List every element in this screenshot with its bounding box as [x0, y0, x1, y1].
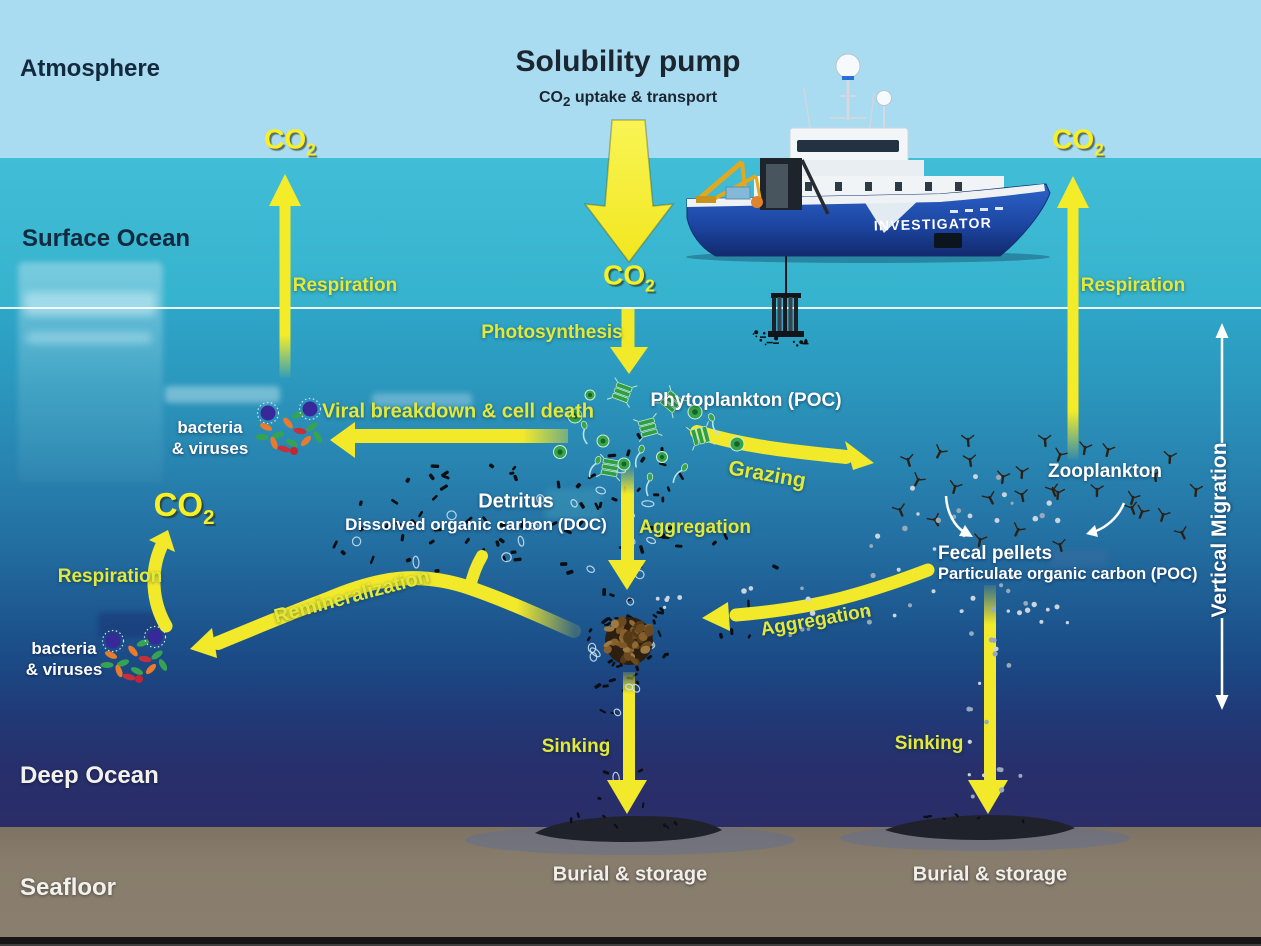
respiration-arrow-right: [1057, 176, 1089, 460]
ctd-instrument: [752, 293, 809, 347]
burial-storage-label-right: Burial & storage: [912, 863, 1068, 886]
blur-smudge: [545, 489, 601, 519]
research-vessel: INVESTIGATOR: [686, 53, 1051, 294]
fecal-pellet-dots: [651, 474, 1069, 799]
zone-label-atmosphere: Atmosphere: [20, 55, 161, 82]
flux-arrows: [147, 119, 1089, 814]
co2-label-atmosphere-left: CO2: [264, 123, 316, 160]
bacteria-viruses-label-upper: bacteria & viruses: [172, 417, 249, 459]
diagram-title: Solubility pump: [515, 45, 741, 78]
co2-label-center: CO2: [603, 259, 655, 296]
diagram-subtitle: CO2 uptake & transport: [539, 89, 717, 109]
blur-smudge: [1050, 549, 1108, 567]
phytoplankton-label: Phytoplankton (POC): [650, 390, 842, 411]
bacteria-viruses-cluster-upper: [255, 397, 323, 455]
co2-label-atmosphere-right: CO2: [1052, 123, 1104, 160]
grazing-arrow: [690, 425, 874, 470]
zone-label-deep-ocean: Deep Ocean: [20, 762, 159, 789]
respiration-label-deep: Respiration: [57, 566, 163, 587]
solubility-pump-arrow: [583, 119, 675, 264]
bacteria-line: bacteria: [177, 418, 243, 437]
aggregation-arrow-center: [608, 465, 646, 590]
light-streak: [24, 292, 156, 316]
viral-breakdown-arrow: [330, 422, 568, 458]
aggregation-label-center: Aggregation: [639, 517, 751, 538]
subtitle-rest: uptake & transport: [570, 88, 718, 106]
doc-label: Dissolved organic carbon (DOC): [345, 515, 607, 534]
viruses-line: & viruses: [171, 439, 249, 458]
respiration-label-right: Respiration: [1080, 275, 1186, 296]
zone-label-seafloor: Seafloor: [20, 874, 117, 901]
blur-smudge: [372, 393, 472, 407]
aggregation-arrow-right: [702, 563, 935, 631]
bridge-windows: [797, 140, 899, 152]
sinking-arrow-right: [968, 585, 1008, 814]
zone-label-surface-ocean: Surface Ocean: [22, 225, 191, 252]
bacteria-viruses-cluster-deep: [100, 625, 168, 683]
viruses-line: & viruses: [25, 660, 103, 679]
subtitle-2: 2: [562, 94, 571, 110]
zooplankton-swarm: [891, 434, 1204, 553]
subtitle-co: CO: [538, 88, 563, 106]
seafloor-band: [0, 827, 1261, 937]
vertical-migration-label: Vertical Migration: [1208, 442, 1231, 618]
viral-breakdown-label: Viral breakdown & cell death: [322, 400, 594, 423]
detritus-label: Detritus: [478, 490, 554, 513]
deck-barrel: [751, 196, 763, 208]
remineralization-arrow: [190, 550, 581, 658]
ship-name: INVESTIGATOR: [874, 214, 993, 233]
vertical-migration-arrow: [1215, 323, 1229, 710]
sinking-arrow-center: [607, 672, 647, 814]
photosynthesis-label: Photosynthesis: [481, 322, 623, 343]
zooplankton-to-pellets-arrows: [944, 495, 1126, 537]
sediment-mounds: [465, 815, 1130, 855]
phytoplankton-cluster: [553, 377, 745, 497]
blur-smudge: [165, 386, 280, 403]
co2-label-deep: CO2: [153, 486, 215, 529]
photosynthesis-arrow: [610, 309, 648, 374]
respiration-label-left: Respiration: [292, 275, 398, 296]
zooplankton-label: Zooplankton: [1048, 461, 1162, 482]
marine-snow-aggregate: [586, 613, 667, 693]
radar-dome-icon: [835, 53, 861, 79]
bacteria-viruses-label-deep: bacteria & viruses: [26, 638, 103, 680]
sinking-label-right: Sinking: [894, 733, 964, 754]
detritus-particles: [332, 432, 1025, 830]
burial-storage-label-left: Burial & storage: [552, 863, 708, 886]
euphotic-zone-line: [0, 307, 1261, 309]
radar-dome-icon: [876, 90, 892, 106]
respiration-arrow-left: [269, 174, 301, 378]
fecal-pellets-label: Fecal pellets: [938, 543, 1053, 564]
poc-label: Particulate organic carbon (POC): [938, 565, 1198, 583]
light-streak: [26, 332, 152, 344]
bacteria-line: bacteria: [31, 639, 97, 658]
respiration-arrow-deep: [147, 530, 175, 633]
sinking-label-left: Sinking: [541, 736, 611, 757]
bottom-black-bar: [0, 937, 1261, 946]
